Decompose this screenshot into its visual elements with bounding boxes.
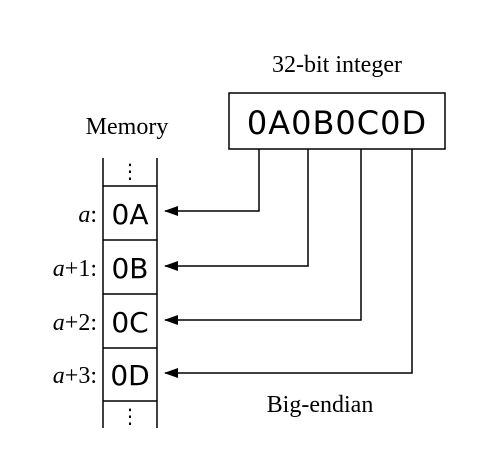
arrow-byte-0A — [164, 149, 260, 216]
memory-cell-byte: 0A — [112, 198, 149, 231]
memory-cell-byte: 0B — [111, 252, 148, 285]
arrow-byte-0D — [164, 149, 413, 378]
integer-value: 0A0B0C0D — [247, 104, 427, 142]
arrow-byte-0B — [164, 149, 309, 271]
memory-cell-byte: 0C — [111, 306, 148, 339]
memory-ellipsis-bottom: ⋮ — [120, 404, 140, 428]
memory-label: Memory — [86, 114, 169, 140]
address-label: a+3: — [53, 363, 97, 389]
integer-box — [228, 92, 446, 150]
endianness-caption: Big-endian — [267, 392, 374, 418]
integer-title: 32-bit integer — [272, 52, 402, 78]
address-label: a+1: — [53, 256, 97, 282]
arrow-byte-0C — [164, 149, 362, 325]
address-label: a+2: — [53, 310, 97, 336]
memory-ellipsis-top: ⋮ — [120, 159, 140, 183]
address-label: a: — [78, 202, 97, 228]
memory-cell-byte: 0D — [110, 359, 149, 392]
